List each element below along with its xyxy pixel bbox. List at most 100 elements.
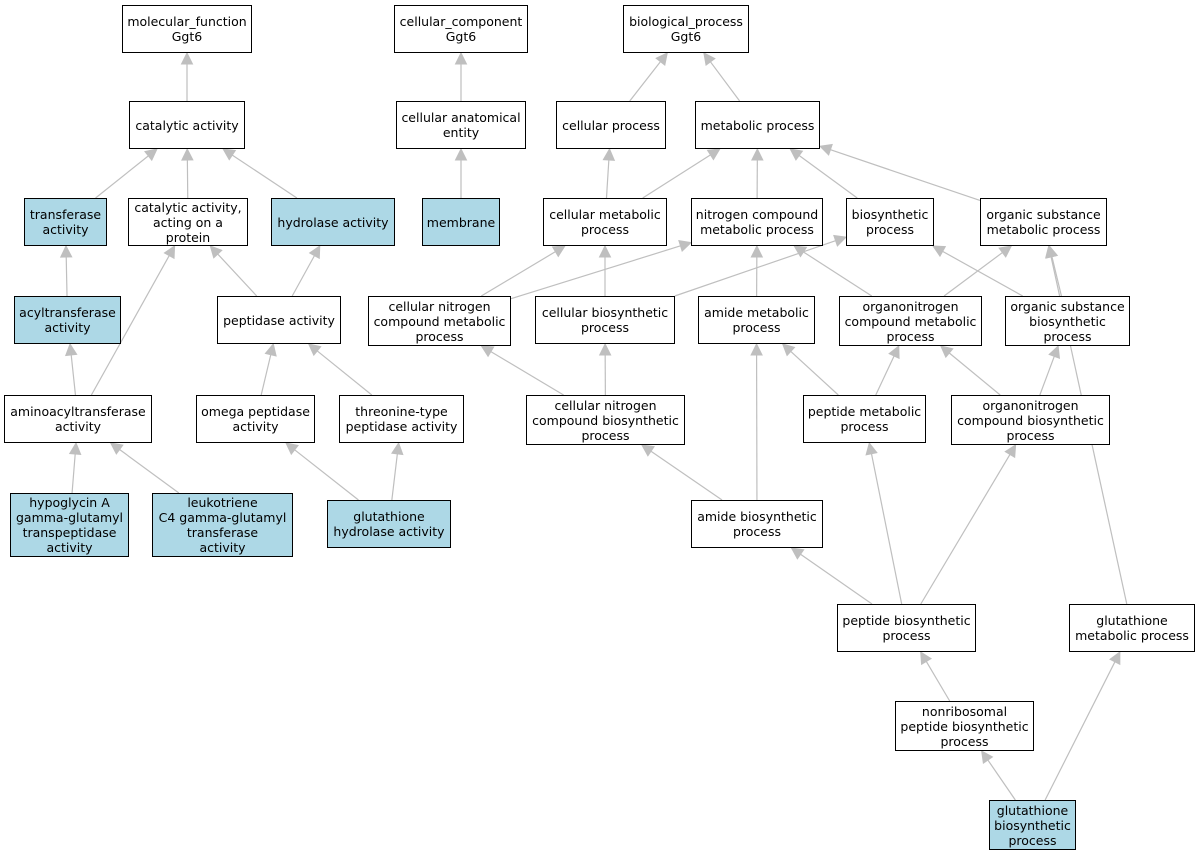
arrowhead-pbp-to-pmp (865, 441, 878, 456)
node-hypoglycin-a-gamma-glutamyl-transpeptidase-activity[interactable]: hypoglycin A gamma-glutamyl transpeptida… (10, 493, 129, 557)
node-cellular-metabolic-process[interactable]: cellular metabolic process (543, 198, 667, 246)
node-organic-substance-biosynthetic-process[interactable]: organic substance biosynthetic process (1005, 296, 1130, 346)
node-organic-substance-metabolic-process[interactable]: organic substance metabolic process (980, 198, 1107, 246)
node-leukotriene-c4-gamma-glutamyl-transferase-activity[interactable]: leukotriene C4 gamma-glutamyl transferas… (152, 493, 293, 557)
edge-abp-to-cncbp (650, 450, 723, 501)
node-cellular-nitrogen-compound-metabolic-process[interactable]: cellular nitrogen compound metabolic pro… (368, 296, 511, 346)
node-cellular-nitrogen-compound-biosynthetic-process[interactable]: cellular nitrogen compound biosynthetic … (526, 395, 685, 445)
node-cellular-biosynthetic-process[interactable]: cellular biosynthetic process (535, 296, 675, 344)
edge-aat-to-acyl (70, 354, 77, 396)
node-label: organonitrogen compound biosynthetic pro… (957, 397, 1104, 443)
arrowhead-tra-to-cat (144, 148, 158, 162)
arrowhead-oncbp-to-osbp (1048, 344, 1061, 359)
arrowhead-aat-to-catp (163, 245, 176, 260)
edge-cncbp-to-cncmp (490, 351, 564, 396)
node-nonribosomal-peptide-biosynthetic-process[interactable]: nonribosomal peptide biosynthetic proces… (895, 701, 1034, 751)
node-cellular-component[interactable]: cellular_component Ggt6 (394, 5, 528, 53)
arrowhead-omega-to-pep (264, 342, 277, 357)
node-omega-peptidase-activity[interactable]: omega peptidase activity (196, 395, 315, 443)
edge-bio-to-mp (798, 155, 858, 199)
node-label: nonribosomal peptide biosynthetic proces… (900, 703, 1029, 749)
node-hydrolase-activity[interactable]: hydrolase activity (271, 198, 395, 246)
node-label: cellular biosynthetic process (541, 305, 669, 335)
node-peptide-metabolic-process[interactable]: peptide metabolic process (803, 395, 926, 443)
arrowhead-ncmp-to-mp (751, 147, 764, 161)
arrowhead-abp-to-amp (750, 342, 763, 356)
node-label: biological_process Ggt6 (629, 14, 743, 44)
arrowhead-cncbp-to-cncmp (480, 345, 495, 358)
edge-pmp-to-oncmp (875, 355, 895, 396)
arrowhead-mp-to-bp (703, 52, 716, 66)
node-peptidase-activity[interactable]: peptidase activity (217, 296, 341, 344)
edge-hyd-to-cat (231, 154, 298, 199)
edge-leuko-to-aat (119, 449, 180, 494)
node-organonitrogen-compound-biosynthetic-process[interactable]: organonitrogen compound biosynthetic pro… (951, 395, 1110, 445)
node-metabolic-process[interactable]: metabolic process (695, 101, 820, 149)
node-aminoacyltransferase-activity[interactable]: aminoacyltransferase activity (4, 395, 152, 443)
node-label: glutathione hydrolase activity (333, 509, 445, 539)
node-nitrogen-compound-metabolic-process[interactable]: nitrogen compound metabolic process (691, 198, 823, 246)
edge-tra-to-cat (95, 155, 149, 199)
node-peptide-biosynthetic-process[interactable]: peptide biosynthetic process (837, 604, 976, 652)
arrowhead-abp-to-cncbp (640, 444, 655, 457)
edge-thr-to-pep (316, 350, 373, 396)
node-label: membrane (426, 214, 496, 230)
node-cellular-anatomical-entity[interactable]: cellular anatomical entity (396, 101, 526, 149)
arrowhead-pbp-to-abp (790, 547, 805, 560)
node-molecular-function[interactable]: molecular_function Ggt6 (122, 5, 252, 53)
node-catalytic-activity-acting-on-protein[interactable]: catalytic activity, acting on a protein (128, 198, 248, 246)
edge-cncmp-to-cmp (480, 251, 556, 297)
arrowhead-oncmp-to-osmp (998, 245, 1013, 258)
node-label: peptide biosynthetic process (842, 613, 971, 643)
node-catalytic-activity[interactable]: catalytic activity (129, 101, 245, 149)
node-label: transferase activity (29, 207, 102, 237)
edge-oncmp-to-osmp (943, 252, 1003, 297)
arrowhead-aat-to-acyl (64, 342, 78, 357)
arrowhead-cmp-to-mp (706, 148, 721, 161)
node-threonine-type-peptidase-activity[interactable]: threonine-type peptidase activity (339, 395, 464, 443)
node-label: nitrogen compound metabolic process (695, 207, 819, 237)
edge-cmp-to-mp (642, 154, 711, 199)
node-label: acyltransferase activity (19, 305, 116, 335)
edge-pbp-to-pmp (870, 453, 903, 605)
arrowhead-cbp-to-bio (833, 234, 848, 247)
node-amide-biosynthetic-process[interactable]: amide biosynthetic process (691, 500, 823, 548)
arrowhead-thr-to-pep (307, 343, 322, 357)
arrowhead-oncmp-to-ncmp (793, 245, 808, 258)
node-membrane[interactable]: membrane (422, 198, 500, 246)
node-transferase-activity[interactable]: transferase activity (24, 198, 107, 246)
node-label: cellular_component Ggt6 (399, 14, 523, 44)
node-glutathione-metabolic-process[interactable]: glutathione metabolic process (1069, 604, 1195, 652)
node-label: peptide metabolic process (807, 404, 922, 434)
arrowhead-acyl-to-tra (59, 244, 73, 258)
node-glutathione-biosynthetic-process[interactable]: glutathione biosynthetic process (989, 800, 1076, 850)
node-biosynthetic-process[interactable]: biosynthetic process (846, 198, 934, 246)
node-biological-process[interactable]: biological_process Ggt6 (623, 5, 749, 53)
arrowhead-cbp-to-cmp (598, 244, 612, 258)
edge-cncmp-to-ncmp (510, 245, 681, 300)
arrowhead-oncbp-to-oncmp (939, 345, 954, 359)
node-glutathione-hydrolase-activity[interactable]: glutathione hydrolase activity (327, 500, 451, 548)
edge-cp-to-bp (629, 61, 661, 102)
edge-mp-to-bp (709, 61, 741, 102)
node-acyltransferase-activity[interactable]: acyltransferase activity (14, 296, 121, 344)
arrowhead-gha-to-omega (285, 442, 299, 456)
arrowhead-cae-to-cc (454, 51, 468, 65)
node-label: amide biosynthetic process (697, 509, 817, 539)
edge-gha-to-thr (391, 453, 398, 501)
node-label: leukotriene C4 gamma-glutamyl transferas… (158, 495, 287, 555)
node-amide-metabolic-process[interactable]: amide metabolic process (698, 296, 815, 344)
node-label: organic substance metabolic process (986, 207, 1101, 237)
node-label: cellular metabolic process (549, 207, 661, 237)
node-label: catalytic activity, acting on a protein (134, 199, 242, 245)
edge-oncmp-to-ncmp (803, 251, 873, 297)
edge-osmp-to-mp (830, 149, 981, 202)
node-label: cellular anatomical entity (401, 110, 521, 140)
edge-pbp-to-abp (800, 553, 873, 605)
edge-pmp-to-amp (790, 350, 839, 396)
arrowhead-nrp-to-pbp (920, 651, 932, 666)
node-organonitrogen-compound-metabolic-process[interactable]: organonitrogen compound metabolic proces… (839, 296, 982, 346)
arrowhead-pep-to-hyd (308, 245, 321, 260)
arrowhead-gbp-to-nrp (981, 750, 994, 765)
node-cellular-process[interactable]: cellular process (556, 101, 666, 149)
